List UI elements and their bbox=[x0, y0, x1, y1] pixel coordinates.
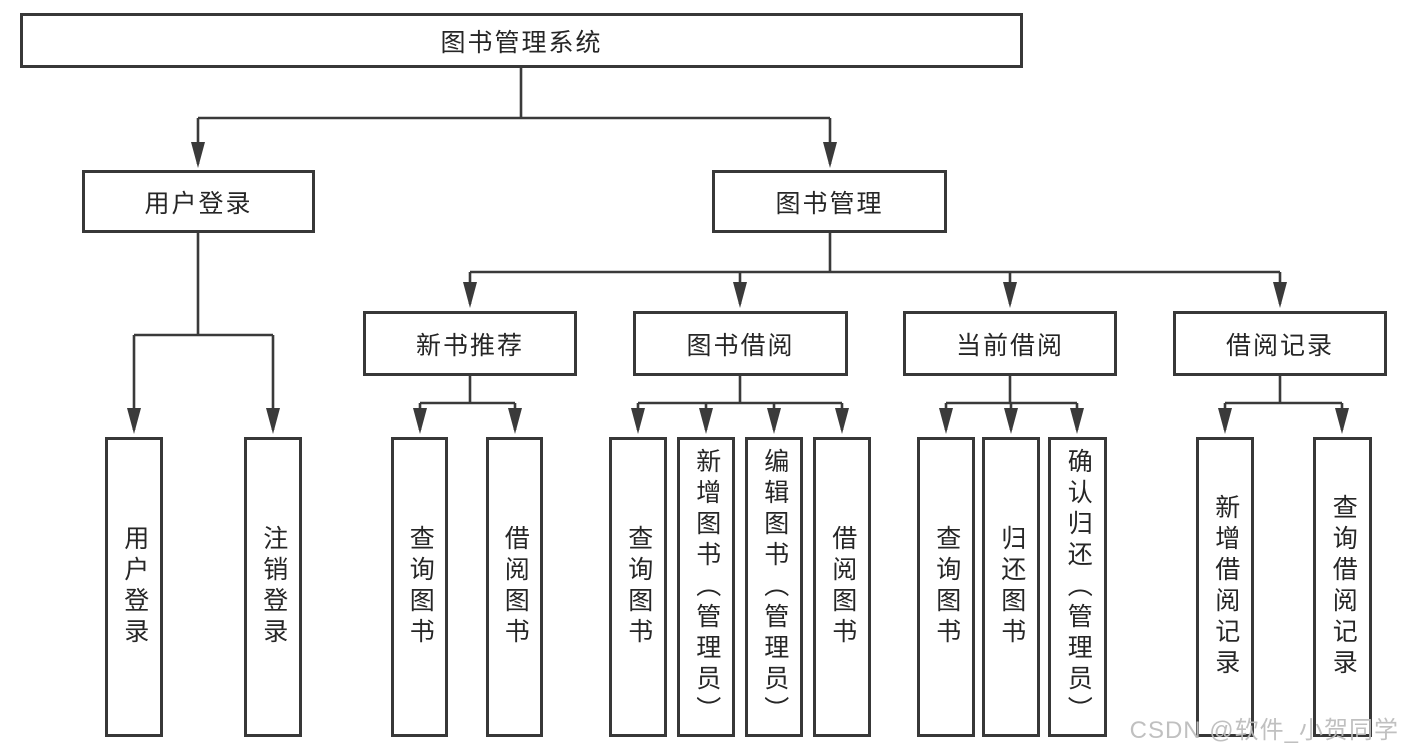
leaf-query-books-3-label: 查询图书 bbox=[932, 525, 961, 649]
node-user-login: 用户登录 bbox=[82, 170, 315, 233]
leaf-edit-book-admin: 编辑图书（管理员） bbox=[745, 437, 803, 737]
leaf-query-books-1: 查询图书 bbox=[391, 437, 448, 737]
connector-bookmgmt-to-level3 bbox=[463, 233, 1287, 308]
leaf-return-books: 归还图书 bbox=[982, 437, 1040, 737]
node-current-borrowing: 当前借阅 bbox=[903, 311, 1117, 376]
node-root-library-system: 图书管理系统 bbox=[20, 13, 1023, 68]
leaf-add-borrow-record: 新增借阅记录 bbox=[1196, 437, 1254, 737]
connector-userlogin-to-leaves bbox=[127, 233, 280, 434]
leaf-add-book-admin-label: 新增图书（管理员） bbox=[692, 447, 721, 727]
leaf-borrow-books-1: 借阅图书 bbox=[486, 437, 543, 737]
leaf-return-books-label: 归还图书 bbox=[997, 525, 1026, 649]
leaf-query-books-3: 查询图书 bbox=[917, 437, 975, 737]
leaf-logout-label: 注销登录 bbox=[259, 525, 288, 649]
leaf-add-borrow-record-label: 新增借阅记录 bbox=[1211, 494, 1240, 680]
leaf-borrow-books-2: 借阅图书 bbox=[813, 437, 871, 737]
node-book-management: 图书管理 bbox=[712, 170, 947, 233]
leaf-borrow-books-1-label: 借阅图书 bbox=[501, 525, 530, 649]
leaf-confirm-return-admin-label: 确认归还（管理员） bbox=[1064, 447, 1093, 727]
node-borrowing-records: 借阅记录 bbox=[1173, 311, 1387, 376]
leaf-logout: 注销登录 bbox=[244, 437, 302, 737]
leaf-confirm-return-admin: 确认归还（管理员） bbox=[1048, 437, 1107, 737]
connector-currentborrow-to-leaves bbox=[939, 376, 1084, 434]
leaf-query-books-1-label: 查询图书 bbox=[406, 525, 435, 649]
node-new-book-recommend: 新书推荐 bbox=[363, 311, 577, 376]
leaf-query-books-2: 查询图书 bbox=[609, 437, 667, 737]
node-book-borrowing: 图书借阅 bbox=[633, 311, 848, 376]
connector-root-to-level2 bbox=[191, 68, 837, 168]
leaf-query-borrow-record-label: 查询借阅记录 bbox=[1329, 494, 1358, 680]
leaf-user-login-label: 用户登录 bbox=[120, 525, 149, 649]
leaf-borrow-books-2-label: 借阅图书 bbox=[828, 525, 857, 649]
leaf-user-login: 用户登录 bbox=[105, 437, 163, 737]
leaf-query-books-2-label: 查询图书 bbox=[624, 525, 653, 649]
leaf-add-book-admin: 新增图书（管理员） bbox=[677, 437, 735, 737]
connector-newbookrec-to-leaves bbox=[413, 376, 522, 434]
connector-borrowrecords-to-leaves bbox=[1218, 376, 1349, 434]
leaf-edit-book-admin-label: 编辑图书（管理员） bbox=[760, 447, 789, 727]
connector-bookborrow-to-leaves bbox=[631, 376, 849, 434]
leaf-query-borrow-record: 查询借阅记录 bbox=[1313, 437, 1372, 737]
